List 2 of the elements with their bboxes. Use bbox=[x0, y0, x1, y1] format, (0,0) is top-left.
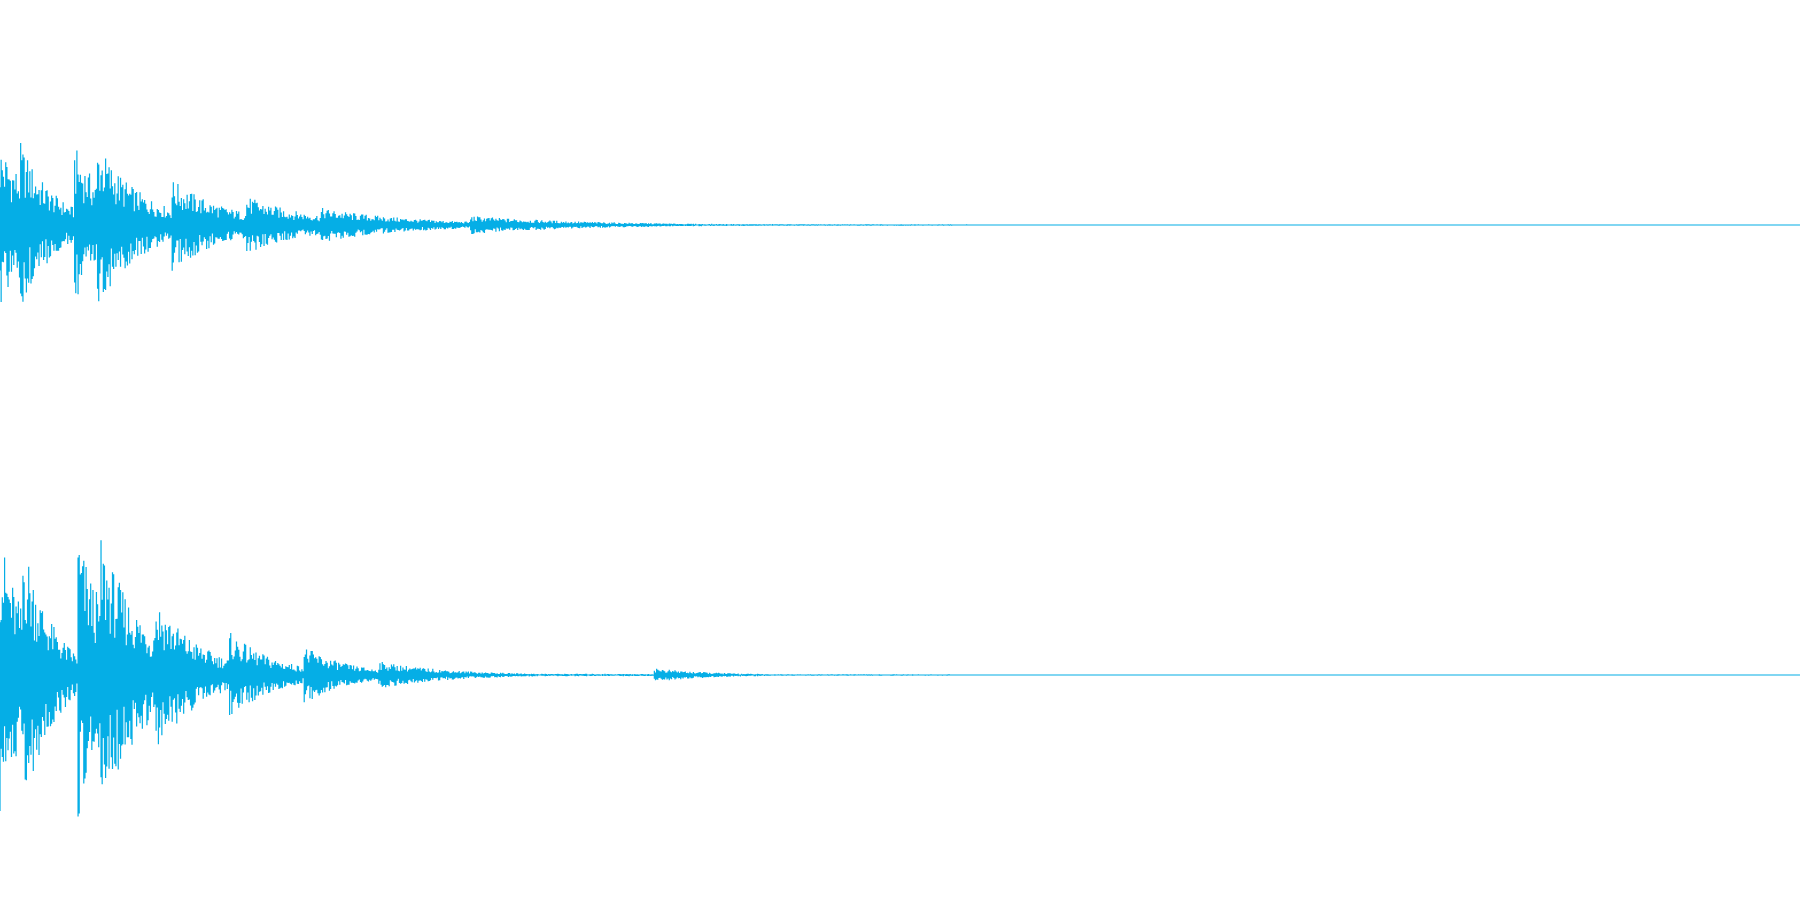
waveform-drawing bbox=[0, 142, 1800, 303]
waveform-drawing bbox=[0, 539, 1800, 818]
